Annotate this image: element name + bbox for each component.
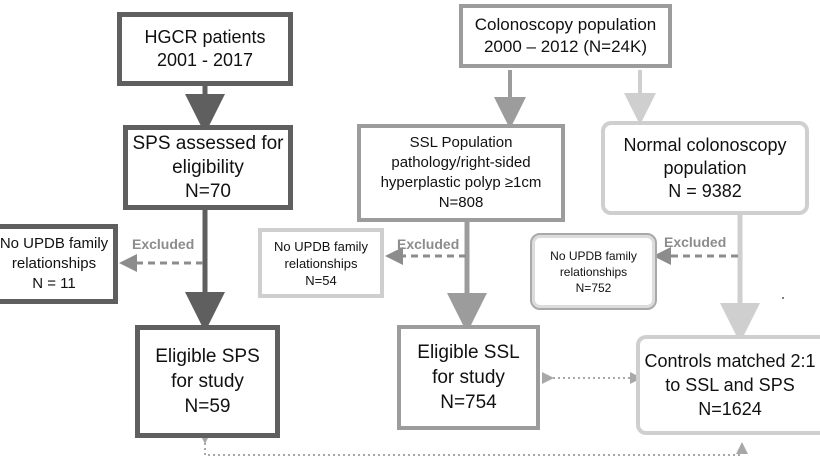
box-line: N = 9382 bbox=[668, 180, 742, 201]
box-line: for study bbox=[432, 367, 505, 388]
box-hgcr-patients: HGCR patients 2001 - 2017 bbox=[117, 12, 293, 86]
box-line: N=808 bbox=[438, 194, 484, 211]
box-line: N = 11 bbox=[32, 275, 76, 292]
box-line: No UPDB family bbox=[550, 248, 637, 263]
box-ssl-population: SSL Population pathology/right-sided hyp… bbox=[357, 124, 565, 222]
dotted-link-sps-controls bbox=[199, 432, 748, 456]
box-line: relationships bbox=[11, 255, 97, 272]
box-line: SSL Population bbox=[409, 134, 513, 151]
box-line: N=752 bbox=[575, 280, 612, 295]
box-line: Controls matched 2:1 bbox=[644, 351, 816, 371]
box-line: 2001 - 2017 bbox=[156, 50, 254, 70]
box-line: No UPDB family bbox=[274, 238, 368, 254]
box-line: pathology/right-sided bbox=[391, 154, 531, 171]
box-line: No UPDB family bbox=[0, 235, 109, 252]
box-line: N=754 bbox=[440, 392, 497, 413]
excluded-label-ssl: Excluded bbox=[397, 236, 460, 252]
box-line: for study bbox=[171, 371, 244, 392]
box-line: to SSL and SPS bbox=[665, 375, 795, 395]
stray-dot bbox=[782, 297, 784, 299]
box-line: relationships bbox=[284, 255, 358, 271]
box-line: population bbox=[663, 157, 747, 178]
box-eligible-sps: Eligible SPS for study N=59 bbox=[135, 325, 280, 438]
box-line: Eligible SPS bbox=[155, 346, 260, 367]
box-line: N=70 bbox=[185, 180, 231, 202]
box-normal-colonoscopy: Normal colonoscopy population N = 9382 bbox=[601, 121, 809, 215]
box-excluded-sps: No UPDB family relationships N = 11 bbox=[0, 224, 118, 304]
box-line: N=59 bbox=[184, 396, 231, 417]
box-controls-matched: Controls matched 2:1 to SSL and SPS N=16… bbox=[636, 335, 820, 435]
box-eligible-ssl: Eligible SSL for study N=754 bbox=[397, 325, 540, 430]
box-line: N=54 bbox=[305, 272, 337, 288]
excluded-label-normal: Excluded bbox=[664, 234, 727, 250]
box-line: HGCR patients bbox=[144, 27, 266, 47]
box-line: 2000 – 2012 (N=24K) bbox=[483, 37, 648, 56]
box-line: eligibility bbox=[172, 156, 244, 178]
box-excluded-ssl: No UPDB family relationships N=54 bbox=[258, 228, 384, 298]
box-line: Eligible SSL bbox=[417, 342, 520, 363]
box-line: N=1624 bbox=[698, 399, 762, 419]
box-line: Colonoscopy population bbox=[474, 15, 657, 34]
excluded-label-sps: Excluded bbox=[132, 236, 195, 252]
box-line: relationships bbox=[559, 264, 628, 279]
box-colonoscopy-population: Colonoscopy population 2000 – 2012 (N=24… bbox=[459, 4, 672, 68]
box-excluded-normal: No UPDB family relationships N=752 bbox=[530, 233, 657, 310]
box-line: hyperplastic polyp ≥1cm bbox=[380, 174, 542, 191]
box-sps-assessed: SPS assessed for eligibility N=70 bbox=[123, 125, 293, 210]
box-line: Normal colonoscopy bbox=[623, 134, 787, 155]
box-line: SPS assessed for bbox=[132, 132, 284, 154]
